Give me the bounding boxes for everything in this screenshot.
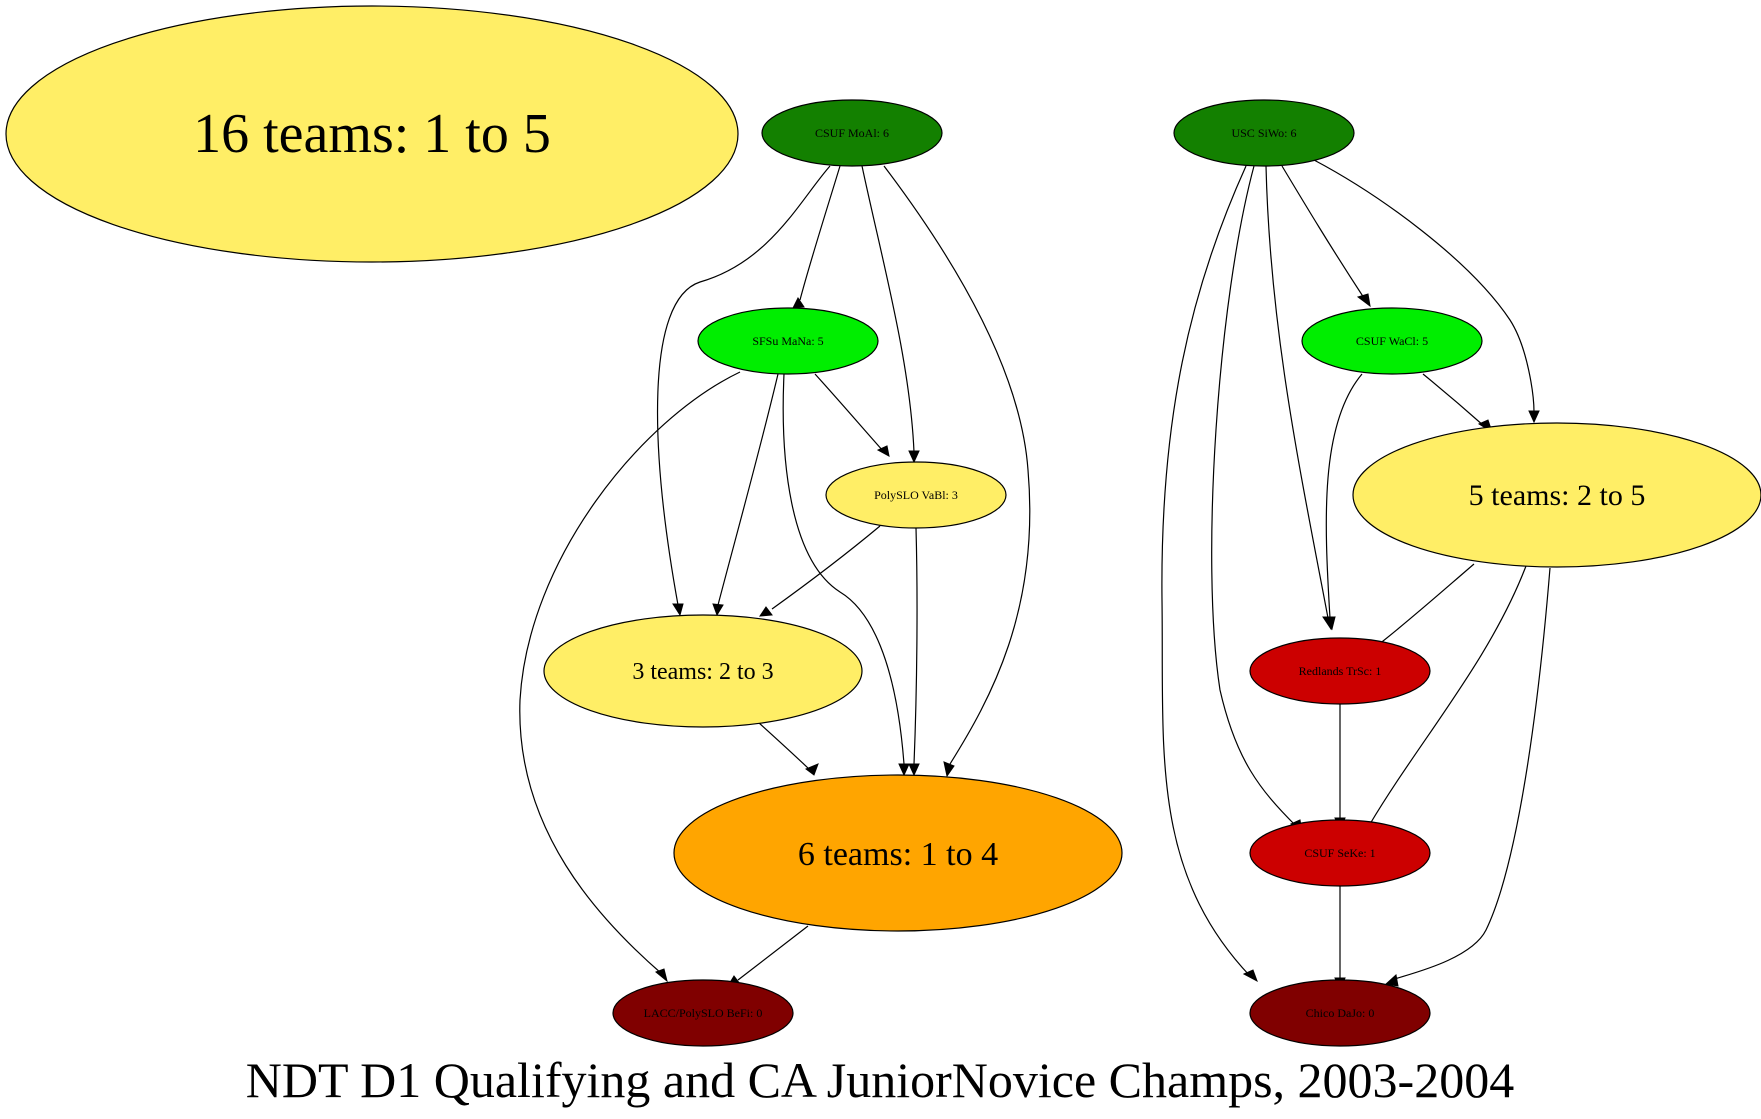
- arrow-n6-d: [805, 763, 819, 776]
- node-polyslo-vabl-label: PolySLO VaBl: 3: [874, 488, 958, 502]
- node-csuf-wacl-shape: [1301, 307, 1483, 375]
- node-6-teams[interactable]: 6 teams: 1 to 4: [673, 774, 1123, 932]
- arrow-n3-b: [712, 603, 724, 617]
- node-16-teams-label: 16 teams: 1 to 5: [193, 103, 551, 165]
- node-redlands-trsc[interactable]: Redlands TrSc: 1: [1249, 637, 1431, 705]
- node-csuf-moal-label: CSUF MoAl: 6: [815, 126, 889, 140]
- node-csuf-wacl[interactable]: CSUF WaCl: 5: [1301, 307, 1483, 375]
- node-16-teams-shape: [5, 5, 739, 263]
- arrow-n3-a: [672, 603, 684, 617]
- node-3-teams[interactable]: 3 teams: 2 to 3: [543, 614, 863, 728]
- edge-vabl-n6: [913, 527, 918, 765]
- arrowheads: [655, 293, 1540, 991]
- edge-moai-vabl: [861, 165, 915, 453]
- edge-vabl-n3: [771, 525, 881, 610]
- node-polyslo-vabl-shape: [825, 461, 1007, 529]
- node-5-teams[interactable]: 5 teams: 2 to 5: [1352, 422, 1761, 568]
- edge-wacl-trsc: [1325, 373, 1363, 619]
- node-lacc-polyslo-befi-label: LACC/PolySLO BeFi: 0: [644, 1006, 763, 1020]
- arrow-mana: [792, 297, 805, 309]
- edge-mana-befi: [519, 371, 741, 975]
- edge-moai-n6: [883, 165, 1031, 765]
- node-chico-dajo[interactable]: Chico DaJo: 0: [1249, 979, 1431, 1047]
- node-sfsu-mana[interactable]: SFSu MaNa: 5: [697, 307, 879, 375]
- edge-mana-n6: [782, 373, 905, 765]
- node-chico-dajo-shape: [1249, 979, 1431, 1047]
- edge-wacl-n5: [1422, 373, 1485, 427]
- edge-siwo-wacl: [1281, 165, 1365, 299]
- arrow-vabl-top: [908, 450, 920, 464]
- node-3-teams-shape: [543, 614, 863, 728]
- node-redlands-trsc-label: Redlands TrSc: 1: [1299, 664, 1382, 678]
- edge-n6-befi: [737, 925, 809, 981]
- node-csuf-moal[interactable]: CSUF MoAl: 6: [761, 99, 943, 167]
- node-csuf-seke-label: CSUF SeKe: 1: [1304, 846, 1375, 860]
- node-16-teams[interactable]: 16 teams: 1 to 5: [5, 5, 739, 263]
- arrow-n3-c: [759, 606, 773, 617]
- node-usc-siwo-shape: [1173, 99, 1355, 167]
- edge-moai-mana: [799, 165, 841, 301]
- node-3-teams-label: 3 teams: 2 to 3: [632, 659, 773, 685]
- arrow-n6-b: [908, 763, 920, 777]
- node-6-teams-label: 6 teams: 1 to 4: [798, 836, 998, 873]
- node-lacc-polyslo-befi-shape: [612, 979, 794, 1047]
- node-5-teams-label: 5 teams: 2 to 5: [1469, 479, 1646, 512]
- node-chico-dajo-label: Chico DaJo: 0: [1306, 1006, 1375, 1020]
- edge-siwo-dajo: [1161, 165, 1251, 977]
- edge-mana-n3: [717, 373, 779, 606]
- nodes: 16 teams: 1 to 5 CSUF MoAl: 6 USC SiWo: …: [5, 5, 1761, 1047]
- edge-siwo-seke: [1211, 165, 1297, 827]
- node-lacc-polyslo-befi[interactable]: LACC/PolySLO BeFi: 0: [612, 979, 794, 1047]
- node-csuf-seke[interactable]: CSUF SeKe: 1: [1249, 819, 1431, 887]
- node-sfsu-mana-label: SFSu MaNa: 5: [752, 334, 823, 348]
- node-csuf-wacl-label: CSUF WaCl: 5: [1356, 334, 1428, 348]
- node-redlands-trsc-shape: [1249, 637, 1431, 705]
- edges: [519, 159, 1551, 981]
- edge-mana-vabl: [814, 373, 885, 453]
- arrow-wacl: [1356, 293, 1371, 308]
- arrow-dajo-a: [1242, 969, 1258, 983]
- node-csuf-moal-shape: [761, 99, 943, 167]
- arrow-n6-a: [898, 763, 910, 777]
- edge-n5-dajo: [1391, 567, 1551, 981]
- graph-title: NDT D1 Qualifying and CA JuniorNovice Ch…: [246, 1052, 1514, 1108]
- node-6-teams-shape: [673, 774, 1123, 932]
- edge-moai-n3: [656, 165, 831, 606]
- arrow-befi-a: [655, 968, 668, 983]
- edge-n5-trsc: [1377, 563, 1475, 646]
- arrow-vabl-left: [876, 445, 890, 457]
- arrow-trsc-b: [1324, 616, 1336, 631]
- arrow-n6-c: [943, 761, 955, 778]
- node-usc-siwo-label: USC SiWo: 6: [1231, 126, 1296, 140]
- edge-n3-n6: [757, 721, 813, 773]
- arrow-dajo-c: [1384, 974, 1399, 987]
- node-csuf-seke-shape: [1249, 819, 1431, 887]
- edge-siwo-trsc: [1265, 165, 1329, 619]
- edge-siwo-n5: [1313, 159, 1535, 413]
- edge-n5-seke: [1369, 565, 1527, 825]
- node-polyslo-vabl[interactable]: PolySLO VaBl: 3: [825, 461, 1007, 529]
- node-usc-siwo[interactable]: USC SiWo: 6: [1173, 99, 1355, 167]
- node-5-teams-shape: [1352, 422, 1761, 568]
- arrow-n5-top: [1528, 410, 1540, 424]
- node-sfsu-mana-shape: [697, 307, 879, 375]
